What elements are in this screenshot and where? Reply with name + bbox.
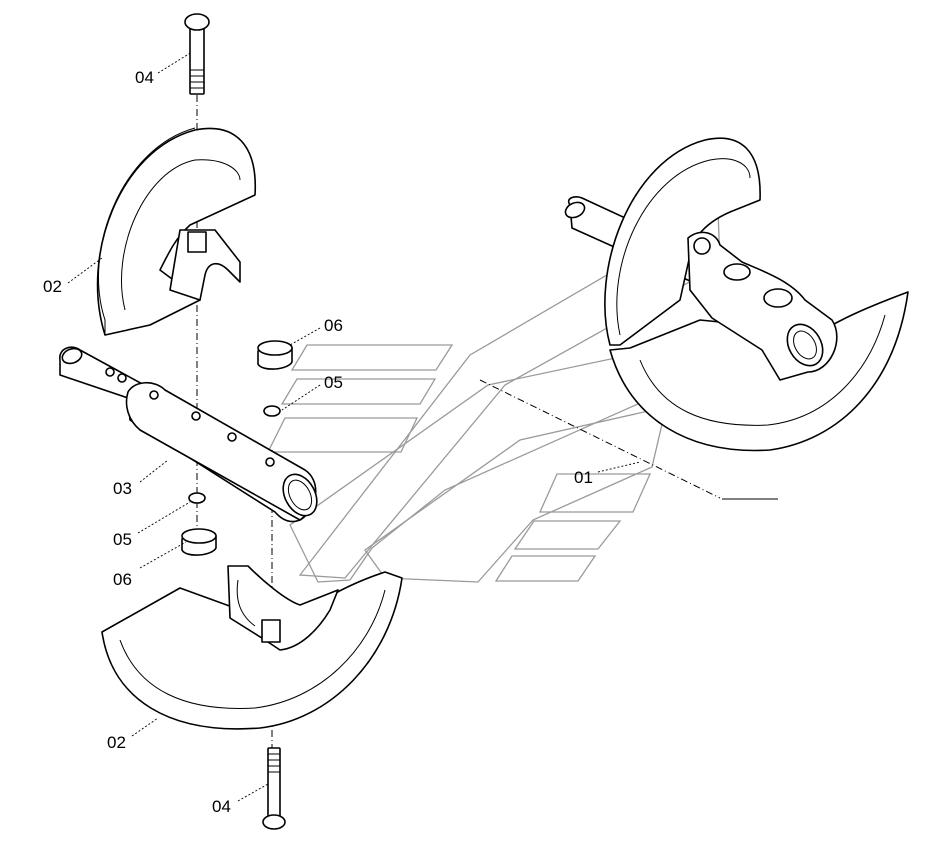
callout-02-bottom: 02: [107, 733, 126, 752]
nut-lower: [181, 528, 217, 556]
washer-lower: [188, 492, 206, 504]
callout-05-middle: 05: [324, 373, 343, 392]
bolt-bottom: [262, 747, 286, 830]
shaft: [59, 346, 318, 523]
bolt-top: [184, 13, 210, 95]
callout-labels: 04 02 06 05 03 05 06 01 02 04: [43, 68, 593, 816]
upper-half-shell: [96, 127, 257, 336]
callout-04-bottom: 04: [212, 797, 231, 816]
nut-middle: [257, 340, 293, 370]
callout-04-top: 04: [135, 68, 154, 87]
callout-01: 01: [574, 468, 593, 487]
lower-half-shell: [101, 565, 403, 730]
callout-05-lower: 05: [113, 530, 132, 549]
callout-02-top: 02: [43, 277, 62, 296]
callout-03: 03: [113, 479, 132, 498]
callout-06-middle: 06: [324, 316, 343, 335]
callout-leaders: [67, 51, 641, 802]
washer-middle: [263, 405, 281, 417]
assembled-unit: [564, 137, 909, 452]
callout-06-lower: 06: [113, 570, 132, 589]
